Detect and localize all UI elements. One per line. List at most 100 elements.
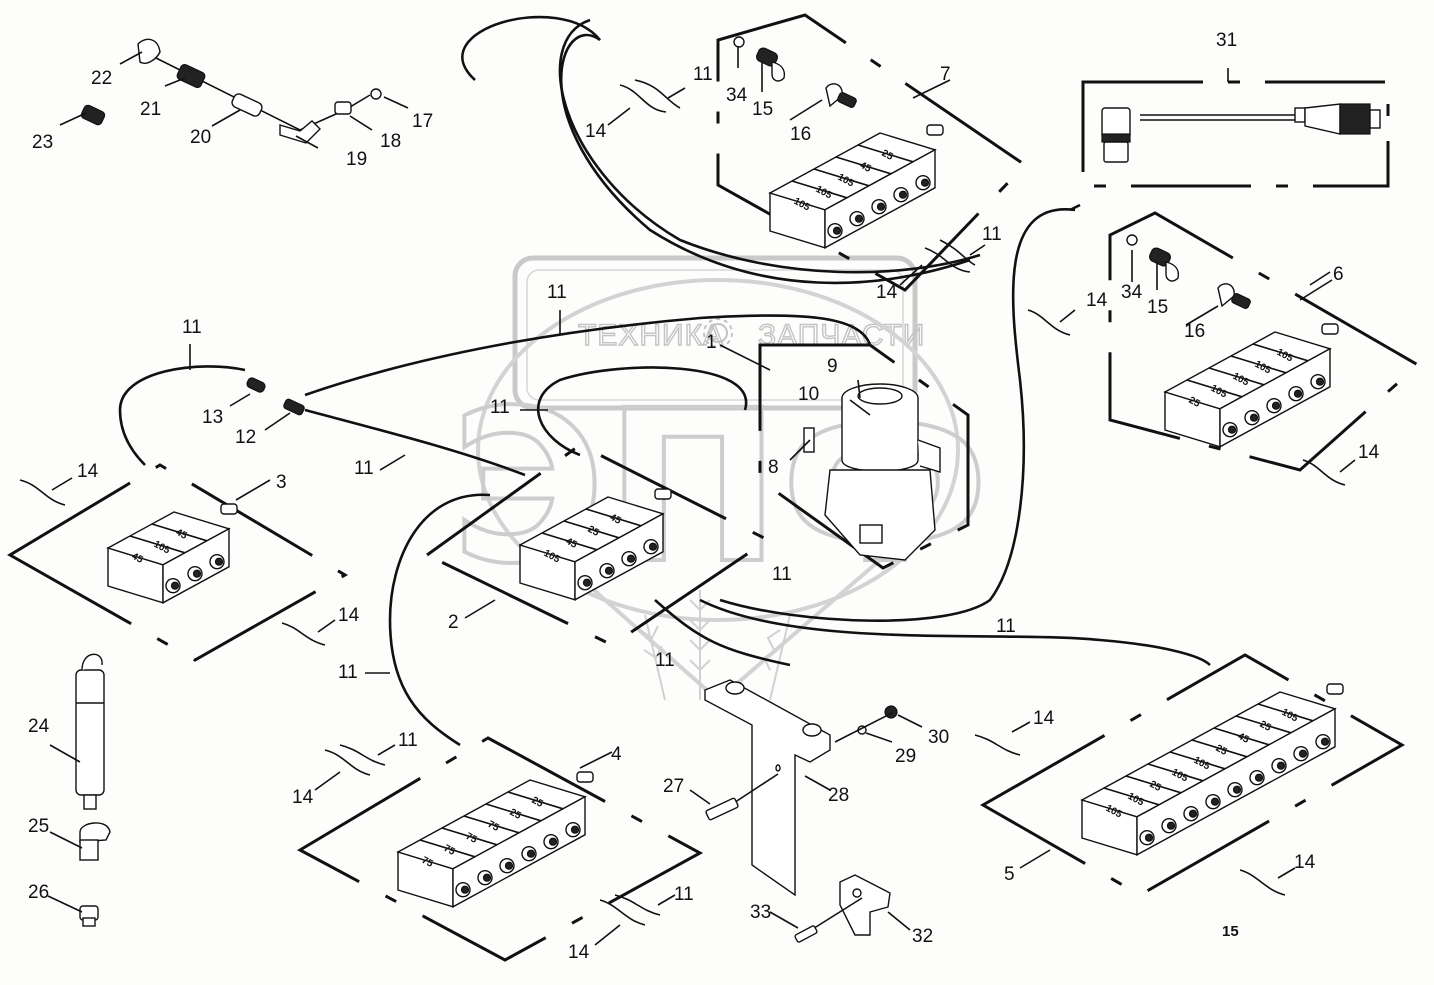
loose-parts — [75, 36, 1381, 943]
washer-17 — [370, 88, 382, 100]
callout-34: 34 — [1121, 282, 1143, 303]
segment-label: 45 — [130, 551, 145, 566]
leader-lines — [47, 46, 1333, 931]
callout-16: 16 — [790, 124, 811, 145]
segment-label: 45 — [174, 527, 189, 542]
callout-3: 3 — [276, 472, 287, 493]
segment-label: 75 — [420, 855, 435, 870]
fitting-22 — [137, 38, 161, 64]
callout-34: 34 — [726, 85, 748, 106]
callout-20: 20 — [190, 127, 211, 148]
segment-label: 75 — [442, 843, 457, 858]
callout-14: 14 — [1294, 852, 1316, 873]
callout-11: 11 — [655, 650, 675, 671]
pump-unit — [803, 383, 941, 561]
segment-label: 25 — [530, 795, 545, 810]
callout-14: 14 — [292, 787, 314, 808]
callout-11: 11 — [490, 397, 510, 418]
callout-18: 18 — [380, 131, 401, 152]
callout-5: 5 — [1004, 864, 1015, 885]
callout-14: 14 — [568, 942, 590, 963]
callout-15: 15 — [752, 99, 773, 120]
sensor-cable-31 — [1101, 103, 1381, 163]
fittings-group-7 — [733, 36, 857, 108]
callout-31: 31 — [1216, 30, 1237, 51]
callout-11: 11 — [693, 64, 713, 85]
callout-19: 19 — [346, 149, 367, 170]
callout-27: 27 — [663, 776, 684, 797]
callout-11: 11 — [338, 662, 358, 683]
screw-33 — [794, 897, 863, 943]
segment-label: 75 — [486, 819, 501, 834]
callout-11: 11 — [354, 458, 374, 479]
segment-label: 25 — [1258, 719, 1273, 734]
figure-number: 15 — [1222, 923, 1239, 940]
callout-8: 8 — [768, 457, 779, 478]
callout-23: 23 — [32, 132, 53, 153]
segment-label: 45 — [1236, 731, 1251, 746]
callout-14: 14 — [1086, 290, 1108, 311]
fitting-21 — [176, 63, 206, 89]
callout-14: 14 — [1033, 708, 1055, 729]
callout-11: 11 — [182, 317, 202, 338]
segment-label: 45 — [608, 512, 623, 527]
segment-label: 45 — [564, 536, 579, 551]
callout-32: 32 — [912, 926, 933, 947]
callout-labels: 1234567891011111111111111111111111112131… — [28, 30, 1380, 963]
hose-break-marks — [19, 79, 1356, 946]
callout-10: 10 — [798, 384, 819, 405]
callout-28: 28 — [828, 785, 849, 806]
callout-7: 7 — [940, 64, 951, 85]
callout-26: 26 — [28, 882, 49, 903]
callout-24: 24 — [28, 716, 50, 737]
callout-11: 11 — [674, 884, 694, 905]
callout-14: 14 — [77, 461, 99, 482]
elbow-19 — [279, 120, 321, 144]
callout-11: 11 — [982, 224, 1002, 245]
callout-30: 30 — [928, 727, 949, 748]
segment-label: 25 — [1214, 743, 1229, 758]
callout-14: 14 — [876, 282, 898, 303]
group-frames — [7, 13, 1421, 962]
bolt-27 — [705, 773, 779, 821]
union-20 — [231, 93, 263, 117]
callout-11: 11 — [547, 282, 567, 303]
callout-9: 9 — [827, 356, 838, 377]
gear-icon — [703, 318, 733, 348]
distributor-block-4: 75 75 75 75 25 25 — [396, 771, 594, 908]
callout-15: 15 — [1147, 297, 1168, 318]
clamp-32 — [839, 874, 891, 936]
callout-33: 33 — [750, 902, 771, 923]
grease-cartridge-24 — [75, 653, 105, 810]
callout-14: 14 — [585, 121, 607, 142]
grease-nipple-25 — [79, 822, 111, 861]
fitting-chain — [80, 38, 382, 144]
callout-25: 25 — [28, 816, 49, 837]
adapter-18 — [334, 101, 352, 115]
callout-14: 14 — [338, 605, 360, 626]
segment-label: 25 — [586, 524, 601, 539]
callout-16: 16 — [1184, 321, 1205, 342]
callout-2: 2 — [448, 612, 459, 633]
callout-6: 6 — [1333, 264, 1344, 285]
segment-label: 75 — [464, 831, 479, 846]
callout-14: 14 — [1358, 442, 1380, 463]
segment-label: 25 — [1187, 395, 1202, 410]
plug-13 — [246, 377, 266, 393]
bracket-28 — [704, 679, 831, 897]
callout-29: 29 — [895, 746, 916, 767]
callout-1: 1 — [706, 332, 717, 353]
hoses — [118, 15, 1211, 747]
segment-label: 45 — [858, 160, 873, 175]
segment-label: 25 — [880, 148, 895, 163]
distributor-blocks: 1054525454510545757575752525105105251051… — [106, 124, 1344, 908]
callout-11: 11 — [996, 616, 1016, 637]
segment-label: 25 — [508, 807, 523, 822]
callout-12: 12 — [235, 427, 256, 448]
callout-21: 21 — [140, 99, 161, 120]
callout-11: 11 — [398, 730, 418, 751]
